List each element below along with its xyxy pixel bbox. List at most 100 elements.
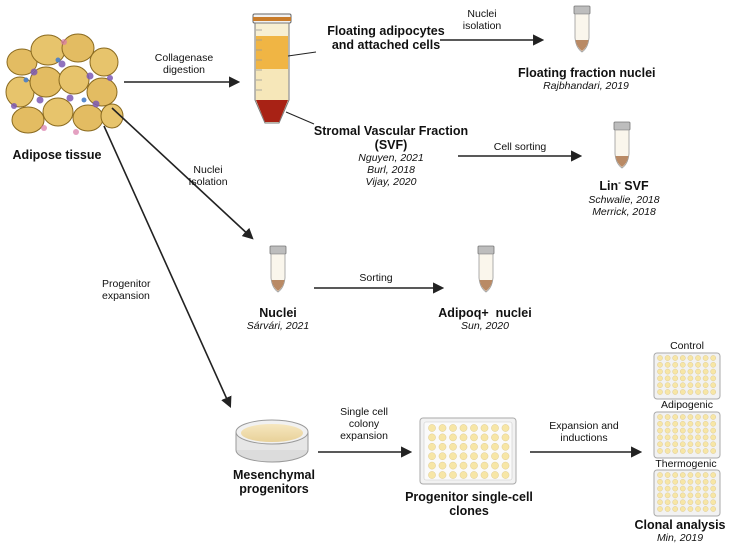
plate-well bbox=[702, 434, 709, 441]
plate-well bbox=[672, 361, 679, 368]
plate-well bbox=[687, 389, 694, 395]
plate-well bbox=[672, 389, 679, 395]
plate-well bbox=[470, 442, 478, 451]
plate-well bbox=[680, 485, 686, 492]
plate-well bbox=[459, 424, 468, 432]
plate-well bbox=[657, 499, 663, 506]
plate-well bbox=[702, 389, 709, 395]
plate-well bbox=[664, 427, 671, 434]
adipoq-tube-icon bbox=[477, 245, 495, 293]
plate-well bbox=[687, 361, 694, 368]
plate-well bbox=[695, 361, 701, 368]
plate-well bbox=[710, 355, 717, 361]
plate-well bbox=[428, 461, 436, 470]
plate-well bbox=[657, 478, 663, 485]
plate-well bbox=[695, 492, 701, 499]
plate-well bbox=[702, 420, 709, 427]
plate-well bbox=[459, 471, 468, 479]
plate-well bbox=[428, 424, 436, 432]
plate-well bbox=[672, 420, 679, 427]
plate-well bbox=[680, 420, 686, 427]
plate-well bbox=[680, 492, 686, 499]
plate-well bbox=[449, 471, 457, 479]
plate-well bbox=[657, 448, 663, 454]
plate-well bbox=[449, 442, 457, 451]
floating-nuclei-tube-icon bbox=[573, 5, 591, 53]
adipose-tissue-icon bbox=[5, 33, 124, 135]
plate-well bbox=[672, 414, 679, 420]
adipoq-label: Adipoq+ nuclei bbox=[438, 306, 532, 320]
plate-well bbox=[702, 506, 709, 512]
plate-well bbox=[687, 434, 694, 441]
lin-svf-tube-icon bbox=[613, 121, 631, 169]
plate-well bbox=[702, 368, 709, 375]
plate-well bbox=[687, 375, 694, 382]
floating-leader-line bbox=[287, 51, 317, 57]
arrow-nuclei-isolation-tissue bbox=[111, 107, 254, 240]
plate-well bbox=[672, 375, 679, 382]
plate-well bbox=[702, 361, 709, 368]
plate-well bbox=[501, 461, 510, 470]
plate-well bbox=[664, 361, 671, 368]
control-label: Control bbox=[670, 340, 704, 352]
nuclei-tube-icon bbox=[269, 245, 287, 293]
plate-well bbox=[702, 375, 709, 382]
plate-well bbox=[680, 441, 686, 448]
plate-well bbox=[695, 506, 701, 512]
plate-well bbox=[695, 389, 701, 395]
plate-well bbox=[470, 424, 478, 432]
lin-svf-label: Lin- SVF bbox=[599, 178, 649, 194]
plate-well bbox=[680, 478, 686, 485]
plate-well bbox=[664, 414, 671, 420]
plate-well bbox=[687, 485, 694, 492]
lin-svf-refs: Schwalie, 2018 Merrick, 2018 bbox=[588, 194, 660, 219]
plate-well bbox=[687, 355, 694, 361]
plate-well bbox=[657, 355, 663, 361]
plate-well bbox=[680, 368, 686, 375]
plate-well bbox=[501, 442, 510, 451]
clones-label: Progenitor single-cell clones bbox=[405, 490, 533, 519]
plate-well bbox=[657, 375, 663, 382]
plate-well bbox=[672, 492, 679, 499]
progenitor-expansion-label: Progenitor expansion bbox=[102, 278, 151, 303]
plate-well bbox=[710, 414, 717, 420]
plate-well bbox=[657, 485, 663, 492]
plate-well bbox=[710, 478, 717, 485]
plate-well bbox=[680, 355, 686, 361]
plate-well bbox=[710, 441, 717, 448]
mesenchymal-label: Mesenchymal progenitors bbox=[233, 468, 315, 497]
plate-well bbox=[695, 382, 701, 389]
plate-well bbox=[657, 382, 663, 389]
plate-well bbox=[687, 492, 694, 499]
nuclei-isolation-label: Nuclei isolation bbox=[462, 8, 502, 33]
petri-dish-icon bbox=[235, 419, 309, 463]
plate-well bbox=[710, 375, 717, 382]
cell-sorting-label: Cell sorting bbox=[493, 141, 547, 153]
plate-well bbox=[695, 472, 701, 478]
plate-well bbox=[680, 506, 686, 512]
plate-well bbox=[695, 355, 701, 361]
plate-well bbox=[664, 485, 671, 492]
plate-well bbox=[687, 427, 694, 434]
plate-well bbox=[657, 368, 663, 375]
plate-well bbox=[702, 355, 709, 361]
plate-well bbox=[664, 389, 671, 395]
plate-well bbox=[470, 461, 478, 470]
plate-well bbox=[695, 427, 701, 434]
plate-well bbox=[687, 506, 694, 512]
plate-well bbox=[672, 478, 679, 485]
plate-well bbox=[470, 452, 478, 461]
adipogenic-label: Adipogenic bbox=[661, 399, 713, 411]
floating-nuclei-ref: Rajbhandari, 2019 bbox=[543, 80, 629, 92]
plate-well bbox=[710, 506, 717, 512]
plate-well bbox=[702, 499, 709, 506]
plate-well bbox=[687, 420, 694, 427]
plate-well bbox=[710, 499, 717, 506]
plate-well bbox=[680, 389, 686, 395]
plate-well bbox=[702, 472, 709, 478]
plate-well bbox=[687, 382, 694, 389]
plate-well bbox=[470, 433, 478, 442]
plate-well bbox=[672, 441, 679, 448]
plate-well bbox=[687, 478, 694, 485]
